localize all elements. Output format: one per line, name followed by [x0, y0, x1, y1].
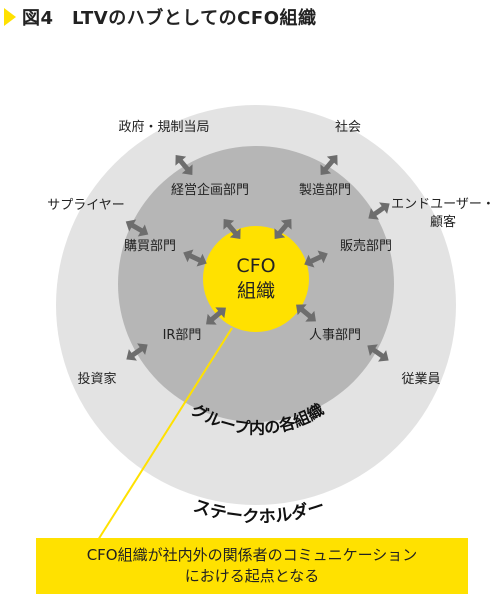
cfo-org-label: 組織 [237, 280, 275, 302]
cfo-label: CFO [236, 255, 275, 277]
stakeholder-employees-label: 従業員 [401, 371, 440, 387]
cfo-circle [203, 226, 309, 332]
figure-header: 図4 LTVのハブとしてのCFO組織 [4, 4, 317, 30]
dept-konyu-label: 購買部門 [124, 239, 176, 254]
caption-line-2: における起点となる [184, 567, 320, 585]
dept-ir-label: IR部門 [163, 328, 202, 343]
stakeholder-end-users-label: エンドユーザー・ [391, 197, 495, 212]
stakeholder-society-label: 社会 [335, 119, 361, 135]
dept-jinji-label: 人事部門 [309, 328, 361, 343]
caption-line-1: CFO組織が社内外の関係者のコミュニケーション [86, 546, 418, 564]
stakeholder-customers-label: 顧客 [430, 214, 456, 230]
dept-seizo-label: 製造部門 [299, 183, 351, 198]
pointer-line [97, 327, 233, 541]
triangle-marker-icon [4, 8, 16, 26]
stakeholder-investors-label: 投資家 [77, 371, 116, 387]
caption-box: CFO組織が社内外の関係者のコミュニケーション における起点となる [36, 538, 468, 594]
dept-keiei-label: 経営企画部門 [171, 182, 249, 198]
stakeholder-government-label: 政府・規制当局 [118, 120, 209, 135]
dept-hanbai-label: 販売部門 [340, 238, 392, 254]
figure-title: 図4 LTVのハブとしてのCFO組織 [22, 8, 317, 29]
stakeholder-suppliers-label: サプライヤー [47, 198, 125, 213]
